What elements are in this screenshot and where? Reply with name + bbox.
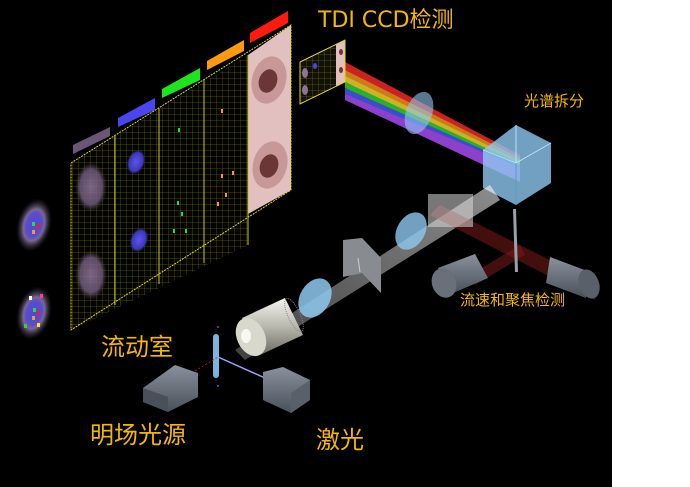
- relay-lens: [395, 212, 427, 250]
- label-laser: 激光: [316, 426, 364, 454]
- focus-detector-right: [546, 257, 600, 299]
- beam-splitter-plate: [428, 194, 473, 227]
- spectral-splitter-cube: [482, 125, 552, 205]
- laser-source: [263, 367, 310, 413]
- tdi-image-strip: [70, 24, 292, 331]
- label-brightfield: 明场光源: [90, 421, 186, 449]
- label-tdi-ccd: TDI CCD检测: [318, 8, 454, 33]
- slit-aperture: [343, 238, 381, 293]
- channel-color-bars: [73, 11, 288, 154]
- flow-chamber: [213, 326, 219, 387]
- focus-detector-left: [431, 254, 488, 298]
- laser-beam: [217, 356, 266, 379]
- brightfield-source: [143, 365, 198, 412]
- ccd-lens: [404, 91, 434, 135]
- spectral-beams: [345, 62, 520, 182]
- optical-path-illustration: [16, 11, 600, 413]
- label-flow-focus: 流速和聚焦检测: [460, 291, 566, 309]
- objective-lens: [298, 278, 332, 318]
- focus-mirror: [513, 209, 518, 272]
- cell-image-top: [16, 198, 52, 252]
- ccd-detector: [299, 39, 346, 105]
- label-spectral-split: 光谱拆分: [524, 92, 585, 110]
- diagram-canvas: TDI CCD检测 光谱拆分 流速和聚焦检测 流动室 明场光源 激光: [0, 0, 612, 487]
- label-flow-chamber: 流动室: [101, 333, 173, 361]
- microscope-objective: [235, 297, 304, 357]
- cell-image-bottom: [16, 286, 52, 340]
